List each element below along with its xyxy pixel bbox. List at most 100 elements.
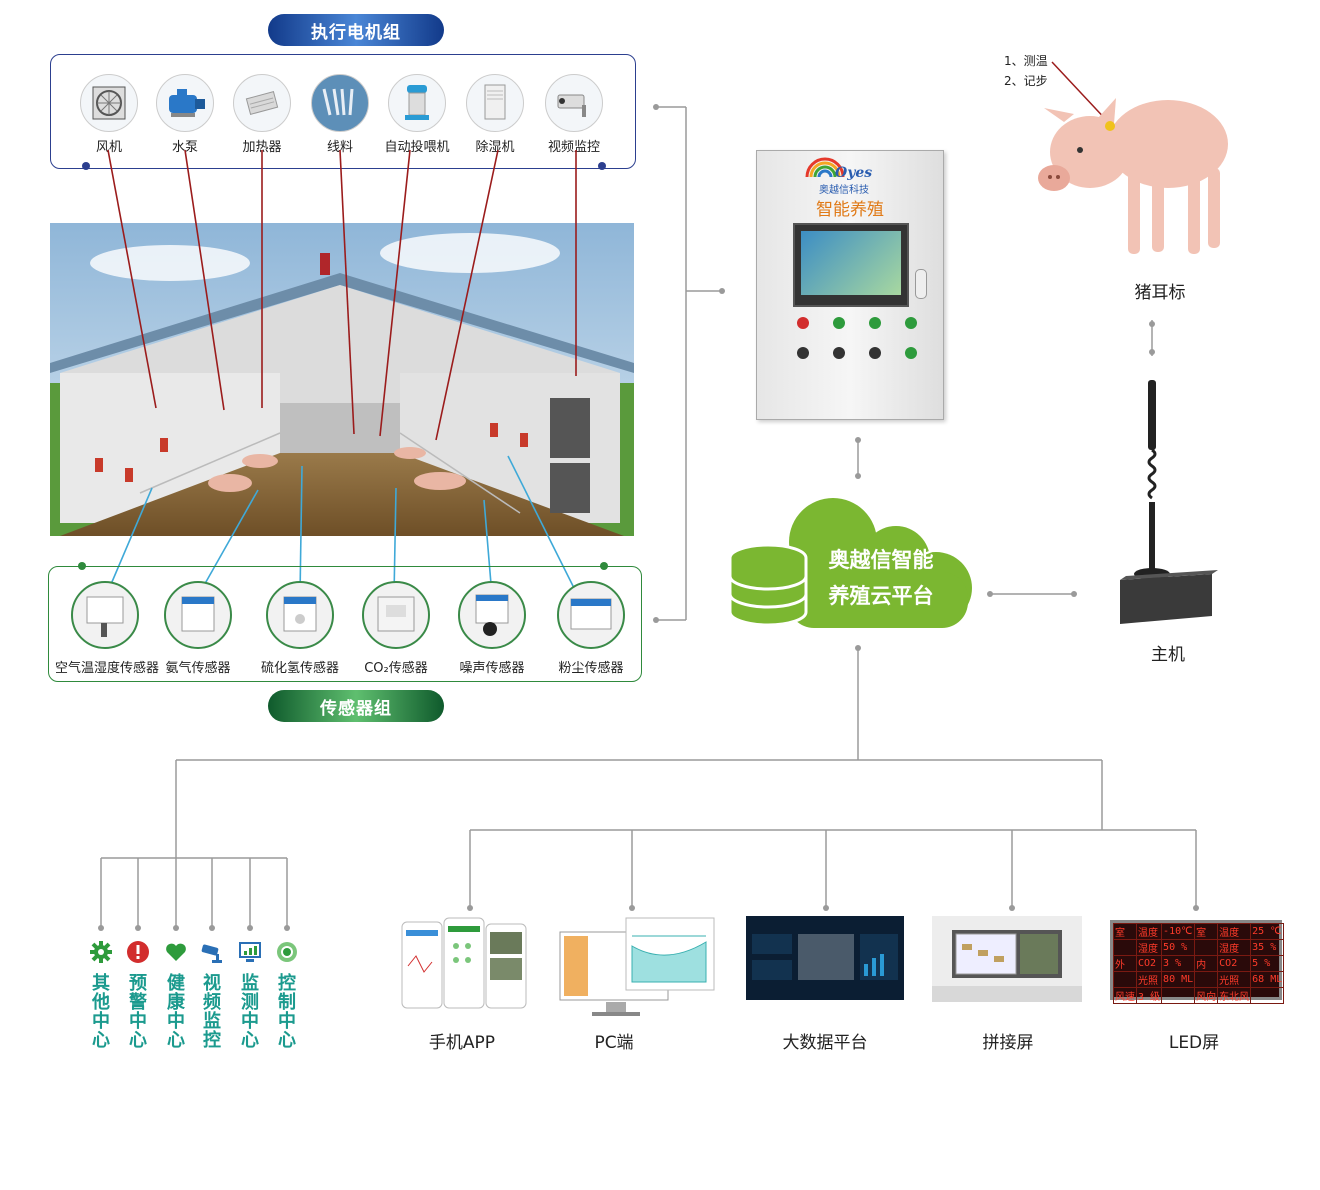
feed-line-icon: [311, 74, 369, 132]
device-feeder: 自动投喂机: [377, 74, 457, 155]
led-cell: 35 %: [1250, 939, 1285, 956]
led-cell: 光照: [1135, 971, 1163, 988]
actuator-group-box: [50, 54, 636, 169]
noise-sensor-icon: [458, 581, 526, 649]
pig-ear-tag-label: 猪耳标: [1134, 283, 1186, 303]
terminal-label: 大数据平台: [782, 1033, 868, 1053]
center-label: 监测中心: [241, 973, 259, 1051]
sensor-label: 氨气传感器: [165, 661, 231, 676]
sensor-label: 硫化氢传感器: [260, 661, 339, 676]
sensor-group-box: [48, 566, 642, 682]
sensor-label: 空气温湿度传感器: [55, 661, 160, 676]
device-fan: 风机: [69, 74, 149, 155]
led-cell: 风向: [1194, 987, 1219, 1004]
center-control: 控制中心: [275, 940, 299, 1050]
gear-icon: [90, 941, 112, 963]
heart-icon: [166, 943, 186, 961]
cabinet-touch-screen: [793, 223, 909, 307]
sensor-co2: CO₂传感器: [346, 581, 446, 676]
center-label: 健康中心: [167, 973, 185, 1051]
sensor-group-title: 传感器组: [268, 690, 444, 722]
cloud-title-line1: 奥越信智能: [828, 548, 934, 572]
actuator-group-title: 执行电机组: [268, 14, 444, 46]
center-monitor: 监测中心: [238, 940, 262, 1050]
camera-icon: [545, 74, 603, 132]
fan-icon: [80, 74, 138, 132]
pc-client-image: [559, 917, 715, 1016]
sensor-label: 粉尘传感器: [558, 661, 624, 676]
sensor-label: 噪声传感器: [459, 661, 525, 676]
led-cell: 东北风: [1217, 987, 1252, 1004]
terminal-label: LED屏: [1168, 1033, 1220, 1053]
led-cell: 湿度: [1135, 939, 1163, 956]
pig-note-2: 2、记步: [1004, 74, 1048, 88]
cloud-title-line2: 养殖云平台: [828, 584, 934, 608]
sensor-h2s: 硫化氢传感器: [250, 581, 350, 676]
pump-icon: [156, 74, 214, 132]
cabinet-button-row-1: [797, 317, 917, 329]
led-cell: 50 %: [1161, 939, 1196, 956]
alert-icon: [127, 941, 149, 963]
device-label: 除湿机: [475, 140, 515, 155]
ammonia-sensor-icon: [164, 581, 232, 649]
rainbow-logo-icon: [805, 157, 845, 177]
center-alert: 预警中心: [126, 940, 150, 1050]
center-video: 视频监控: [200, 940, 224, 1050]
pig-image: [1038, 61, 1228, 254]
dust-sensor-icon: [557, 581, 625, 649]
terminal-label: PC端: [594, 1033, 634, 1053]
led-cell: 室: [1113, 923, 1137, 940]
led-cell: [1194, 971, 1219, 988]
led-cell: [1250, 987, 1285, 1004]
led-cell: -10℃: [1161, 923, 1196, 940]
pig-note-1: 1、测温: [1004, 54, 1048, 68]
led-cell: 25 ℃: [1250, 923, 1285, 940]
center-health: 健康中心: [164, 940, 188, 1050]
led-cell: CO2: [1217, 955, 1252, 972]
cloud-platform-icon: [728, 498, 972, 628]
device-label: 视频监控: [547, 140, 600, 155]
device-pump: 水泵: [145, 74, 225, 155]
control-cabinet: Oyes 奥越信科技 智能养殖: [756, 150, 944, 420]
actuator-box-dot-right: [598, 162, 606, 170]
cabinet-title: 智能养殖: [816, 200, 884, 220]
led-cell: 3 级: [1135, 987, 1163, 1004]
h2s-sensor-icon: [266, 581, 334, 649]
sensor-noise: 噪声传感器: [442, 581, 542, 676]
led-cell: 风速: [1113, 987, 1137, 1004]
led-cell: 3 %: [1161, 955, 1196, 972]
terminal-label: 手机APP: [428, 1033, 496, 1053]
led-cell: 光照: [1217, 971, 1252, 988]
temp-humidity-sensor-icon: [71, 581, 139, 649]
big-data-platform-image: [746, 916, 904, 1000]
led-cell: 温度: [1217, 923, 1252, 940]
sensor-ammonia: 氨气传感器: [148, 581, 248, 676]
sensor-box-dot-left: [78, 562, 86, 570]
led-cell: 外: [1113, 955, 1137, 972]
pig-barn-illustration: [50, 223, 634, 536]
center-other: 其他中心: [89, 940, 113, 1050]
led-cell: [1113, 939, 1137, 956]
heater-icon: [233, 74, 291, 132]
device-label: 线料: [326, 140, 353, 155]
device-camera: 视频监控: [534, 74, 614, 155]
cctv-icon: [201, 944, 222, 963]
device-label: 风机: [95, 140, 122, 155]
led-cell: 室: [1194, 923, 1219, 940]
center-label: 控制中心: [278, 973, 296, 1051]
sensor-label: CO₂传感器: [364, 661, 428, 676]
video-wall-image: [932, 916, 1082, 1002]
center-label: 其他中心: [92, 973, 110, 1051]
host-label: 主机: [1151, 645, 1185, 665]
monitor-icon: [239, 942, 261, 962]
led-cell: 湿度: [1217, 939, 1252, 956]
led-cell: 5 %: [1250, 955, 1285, 972]
device-dehumidifier: 除湿机: [455, 74, 535, 155]
device-feed-line: 线料: [300, 74, 380, 155]
device-label: 加热器: [242, 140, 282, 155]
